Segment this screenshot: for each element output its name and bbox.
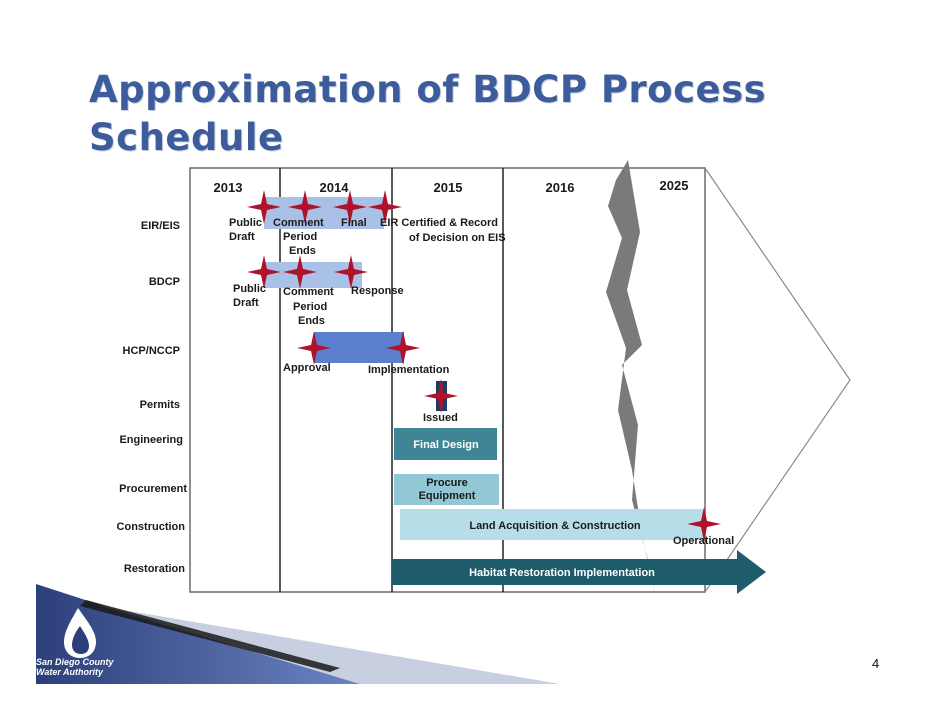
row-label-eir-eis: EIR/EIS (141, 220, 180, 232)
eir-bar (264, 197, 384, 229)
bdcp-period-label: Period (293, 301, 327, 313)
decor-swoosh-highlight (100, 606, 560, 684)
row-label-bdcp: BDCP (149, 276, 180, 288)
year-label: 2016 (546, 180, 575, 195)
year-label: 2025 (660, 178, 689, 193)
row-label-construction: Construction (117, 521, 186, 533)
year-label: 2015 (434, 180, 463, 195)
water-authority-logo (64, 608, 96, 658)
final-design-label: Final Design (413, 439, 479, 451)
row-label-restoration: Restoration (124, 563, 185, 575)
eir-certified-label: EIR Certified & Record (380, 217, 498, 229)
eir-comment-label: Comment (273, 217, 324, 229)
hcp-approval-label: Approval (283, 362, 331, 374)
decor-swoosh (36, 584, 360, 684)
procure-box (394, 474, 499, 505)
year-label: 2013 (214, 180, 243, 195)
row-label-procurement: Procurement (119, 483, 187, 495)
eir-public-label: Public (229, 217, 262, 229)
eir-decision-label: of Decision on EIS (409, 232, 506, 244)
row-label-permits: Permits (140, 399, 180, 411)
bdcp-draft-label: Draft (233, 297, 259, 309)
time-break (606, 160, 656, 598)
page-title: Approximation of BDCP Process Schedule (89, 68, 767, 159)
eir-final-label: Final (341, 217, 367, 229)
organization-name: San Diego County Water Authority (36, 657, 136, 677)
chevron-outline (704, 167, 851, 593)
bdcp-bar (264, 262, 362, 288)
final-design-box (394, 428, 497, 460)
eir-period-label: Period (283, 231, 317, 243)
organization-line-2: Water Authority (36, 667, 104, 677)
row-label-hcp-nccp: HCP/NCCP (123, 345, 180, 357)
bdcp-public-label: Public (233, 283, 266, 295)
bdcp-ends-label: Ends (298, 315, 325, 327)
eir-draft-label: Draft (229, 231, 255, 243)
procure-label-1: Procure (426, 477, 468, 489)
permits-issued-label: Issued (423, 412, 458, 424)
page-number: 4 (872, 656, 880, 671)
row-label-engineering: Engineering (119, 434, 183, 446)
decor-swoosh-dark (80, 600, 340, 672)
eir-ends-label: Ends (289, 245, 316, 257)
bdcp-comment-label: Comment (283, 286, 334, 298)
procure-label-2: Equipment (419, 490, 476, 502)
organization-line-1: San Diego County (36, 657, 114, 667)
habitat-label: Habitat Restoration Implementation (469, 567, 655, 579)
bdcp-response-label: Response (351, 285, 404, 297)
habitat-arrow (392, 550, 766, 594)
operational-label: Operational (673, 535, 734, 547)
year-label: 2014 (320, 180, 350, 195)
land-acquisition-bar (400, 509, 704, 540)
hcp-implementation-label: Implementation (368, 364, 450, 376)
land-acquisition-label: Land Acquisition & Construction (469, 520, 641, 532)
